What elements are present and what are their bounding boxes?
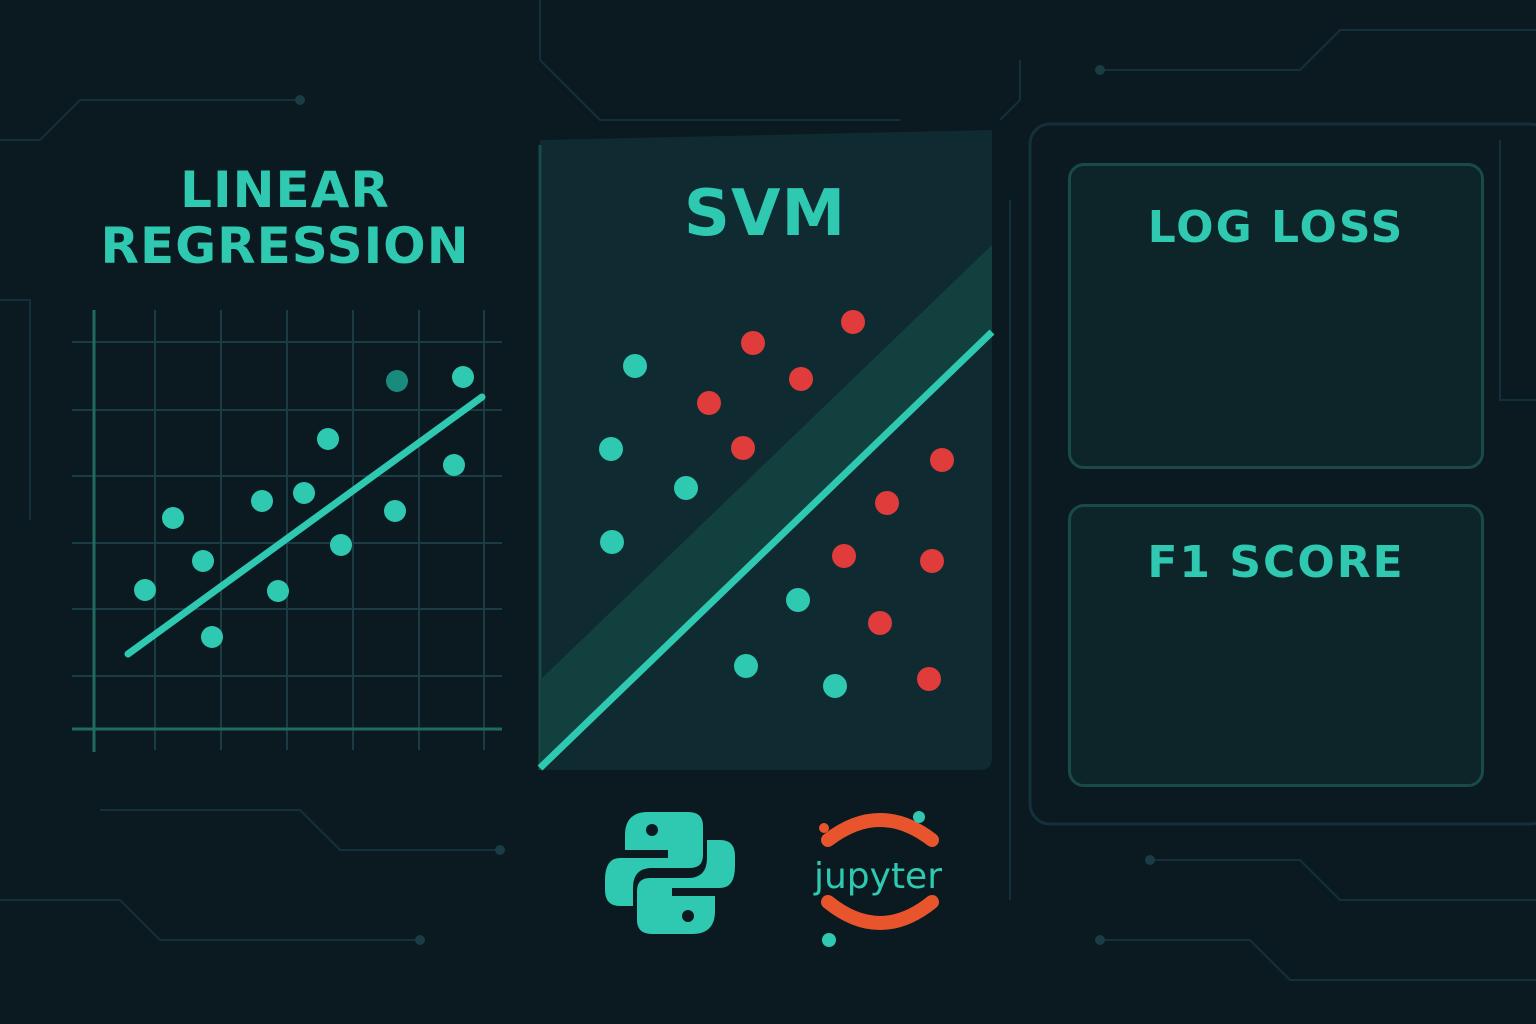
regression-grid — [72, 310, 502, 750]
svm-margin-band — [540, 245, 992, 770]
svm-teal-points — [599, 354, 847, 698]
log-loss-label: LOG LOSS — [1147, 202, 1405, 253]
circuit-nodes — [295, 65, 1155, 945]
linear-regression-title: LINEAR REGRESSION — [40, 165, 530, 277]
linear-regression-title-line1: LINEAR — [180, 161, 390, 219]
jupyter-logo — [819, 811, 939, 947]
f1-score-card: F1 SCORE — [1068, 504, 1484, 787]
regression-fit-line — [124, 393, 486, 658]
f1-score-label: F1 SCORE — [1147, 537, 1405, 588]
jupyter-logo-text: jupyter — [813, 856, 943, 897]
metrics-panel-frame — [1028, 122, 1536, 826]
linear-regression-title-line2: REGRESSION — [100, 217, 470, 275]
circuit-background — [0, 0, 1536, 981]
svm-panel — [537, 130, 995, 771]
regression-points — [134, 366, 474, 648]
python-logo — [605, 812, 735, 934]
svm-hyperplane — [537, 329, 995, 771]
regression-axes — [72, 310, 502, 752]
log-loss-card: LOG LOSS — [1068, 163, 1484, 469]
svm-title: SVM — [683, 177, 847, 251]
svm-red-points — [697, 310, 954, 691]
